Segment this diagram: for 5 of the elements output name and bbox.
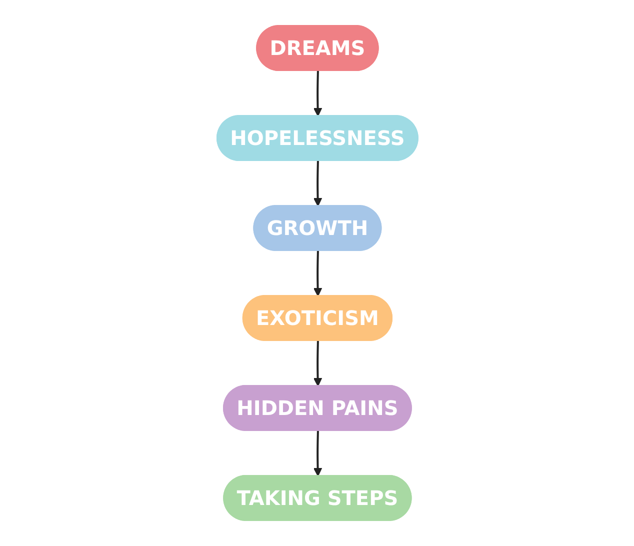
arrow xyxy=(312,250,322,296)
arrow xyxy=(312,70,322,116)
arrow xyxy=(312,340,322,386)
arrow xyxy=(312,160,322,206)
arrow xyxy=(312,430,322,476)
